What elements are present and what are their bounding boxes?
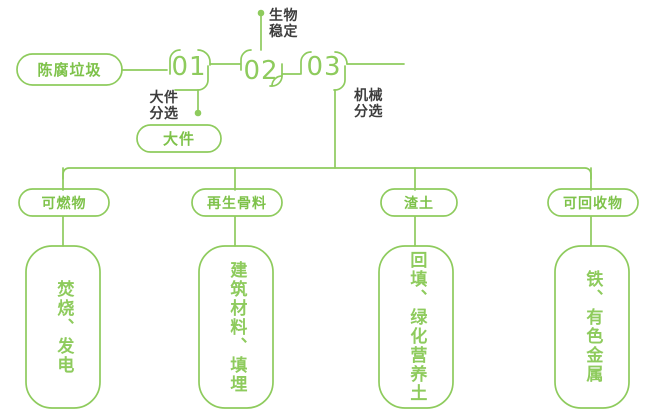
result-text-1: 焚烧、发电: [54, 279, 74, 375]
result-text-4: 铁、有色金属: [583, 270, 603, 384]
stage-label-03: 机械 分选: [354, 87, 383, 119]
arc-02-top: [240, 49, 252, 71]
result-box-2: [198, 245, 274, 409]
result-box-3: [378, 245, 454, 409]
arc-03-right-up: [334, 51, 348, 65]
branch-pill-label-4: 可回收物: [563, 194, 623, 211]
distribution-bar: [62, 167, 592, 180]
result-box-4: [554, 245, 630, 409]
stage-number-03: 03: [306, 52, 342, 82]
result-text-2: 建筑材料、填埋: [227, 260, 247, 394]
result-box-1: [25, 245, 101, 409]
branch-pill-label-2: 再生骨料: [207, 194, 267, 211]
dot-02-up: [257, 9, 265, 17]
arc-03-top: [300, 51, 312, 75]
branch-pill-2: [191, 188, 283, 217]
dot-01-down: [194, 109, 202, 117]
branch-pill-4: [547, 188, 639, 217]
bulky-pill-label: 大件: [162, 131, 195, 148]
bulky-pill-outline: [136, 124, 222, 153]
branch-pill-3: [380, 188, 458, 217]
branch-pill-label-3: 渣土: [404, 194, 434, 211]
arc-02-right: [271, 75, 283, 87]
arc-01-right-up: [197, 49, 211, 66]
stage-number-02: 02: [243, 56, 279, 86]
stage-label-02: 生物 稳定: [269, 7, 298, 39]
branch-pill-1: [18, 188, 110, 217]
result-text-3: 回填、绿化营养土: [407, 251, 427, 403]
stage-label-01: 大件 分选: [149, 89, 179, 121]
stage-number-01: 01: [171, 52, 207, 82]
source-pill-label: 陈腐垃圾: [37, 62, 102, 79]
arc-01-top: [169, 49, 181, 75]
branch-pill-label-1: 可燃物: [41, 194, 87, 211]
